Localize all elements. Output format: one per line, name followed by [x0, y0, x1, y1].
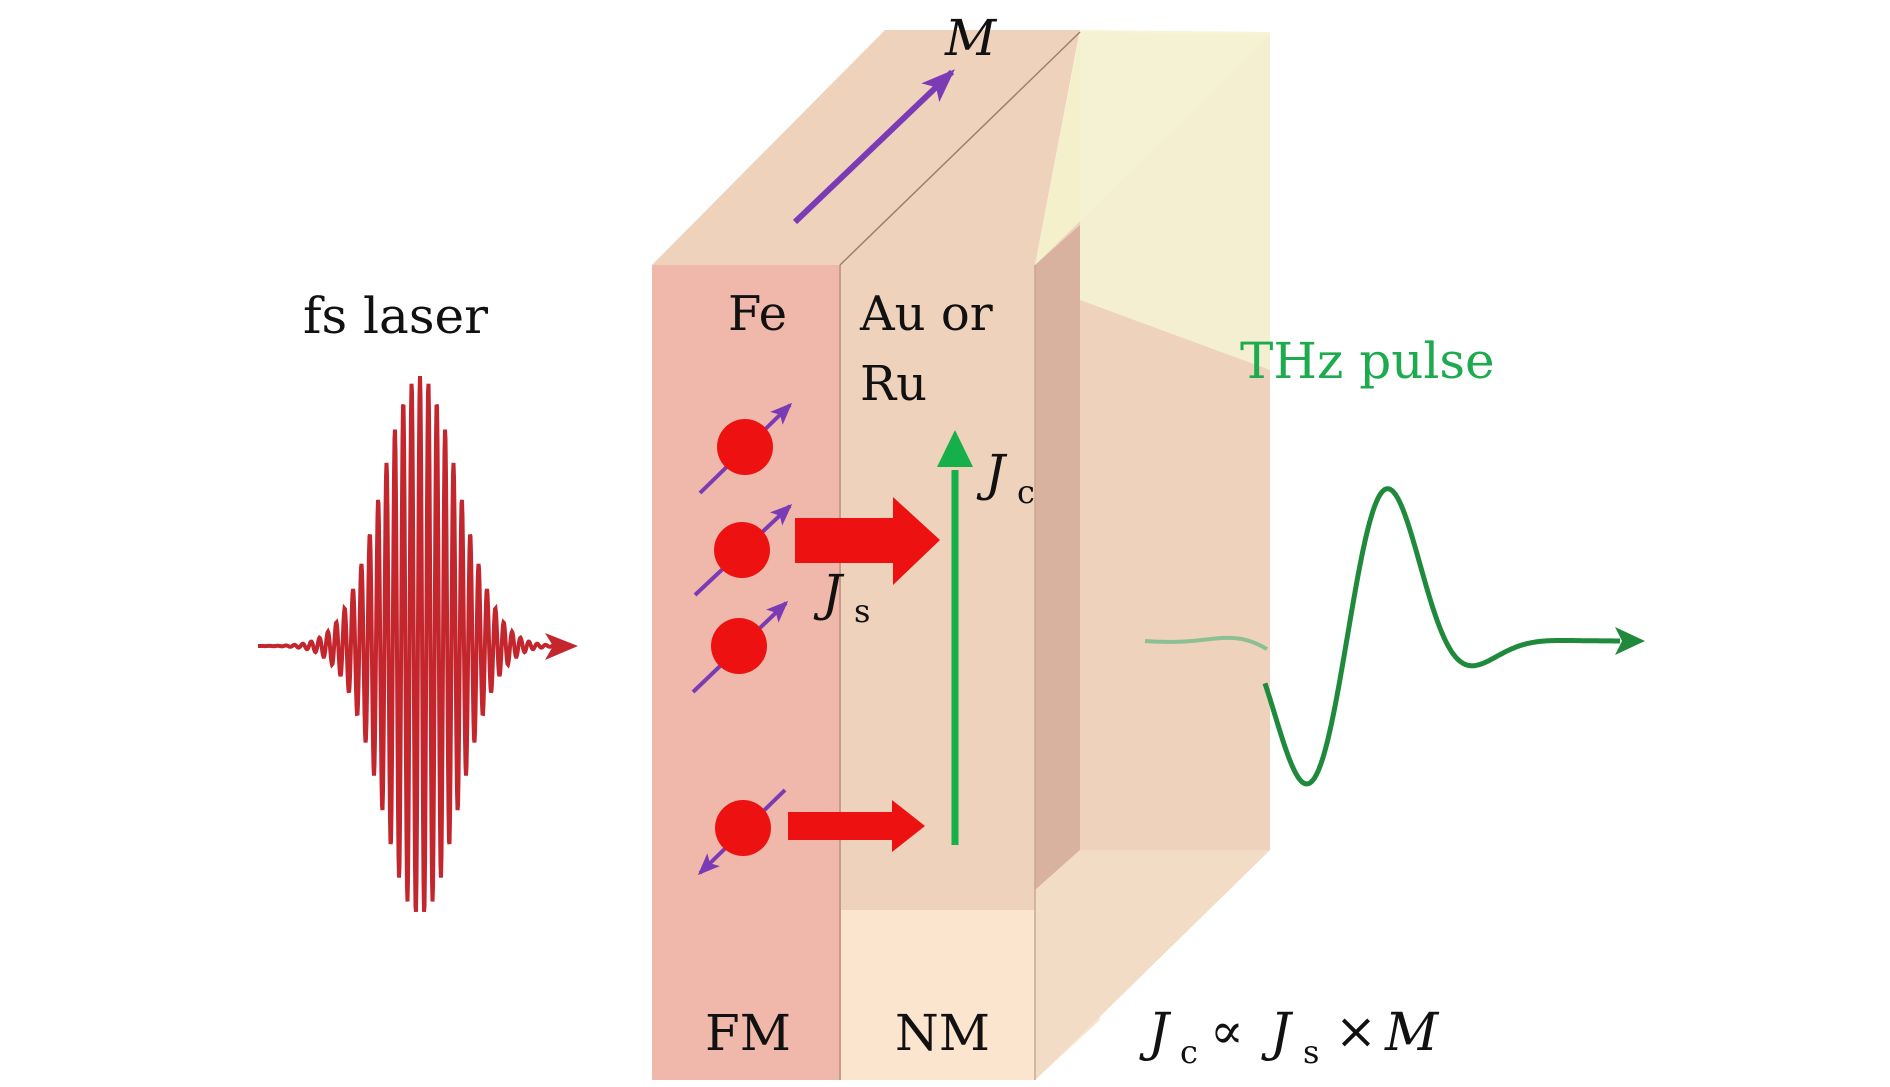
equation: J c ∝ J s × M [1139, 1002, 1440, 1071]
nm-label: NM [895, 1004, 990, 1062]
spin-current-arrow-small [788, 800, 925, 852]
svg-text:s: s [1303, 1033, 1319, 1071]
nm-layer-bottom [840, 910, 1035, 1080]
thz-arrowhead [1615, 627, 1645, 655]
electron-icon [717, 419, 773, 475]
electron-icon [715, 800, 771, 856]
svg-text:J: J [1261, 1003, 1294, 1063]
spin-current-sub: s [854, 592, 870, 630]
nm-material-label-line2: Ru [860, 356, 927, 412]
thz-pulse-wave [1262, 486, 1620, 787]
slab [652, 30, 1270, 1080]
svg-text:∝: ∝ [1210, 1002, 1244, 1060]
laser-arrowhead [545, 633, 578, 660]
laser-label: fs laser [303, 287, 488, 345]
svg-text:×: × [1335, 1002, 1377, 1060]
spin-current-arrow-large [795, 497, 940, 585]
charge-current-sub: c [1017, 473, 1035, 511]
charge-current-arrowhead [937, 430, 973, 467]
svg-text:M: M [1384, 1003, 1440, 1063]
thz-label: THz pulse [1240, 332, 1495, 390]
electron-icon [711, 618, 767, 674]
slab-side-shade [1035, 850, 1270, 1080]
electron-icon [714, 522, 770, 578]
svg-text:c: c [1180, 1033, 1198, 1071]
slab-side-face [1035, 225, 1080, 890]
svg-text:J: J [1139, 1003, 1172, 1063]
nm-material-label-line1: Au or [859, 286, 993, 342]
electron-spin-4 [697, 788, 787, 876]
fe-label: Fe [728, 286, 787, 342]
laser-pulse-wave [258, 375, 566, 912]
electron-spin-1 [698, 402, 793, 495]
back-layer-light-top [1080, 30, 1270, 370]
fm-label: FM [705, 1004, 791, 1062]
magnetization-arrow [792, 69, 955, 225]
thz-pulse-tail [1144, 635, 1269, 651]
electron-spin-3 [691, 600, 789, 694]
electron-spin-2 [693, 503, 793, 597]
slab-top-face [652, 30, 1080, 265]
magnetization-label: M [944, 9, 998, 67]
